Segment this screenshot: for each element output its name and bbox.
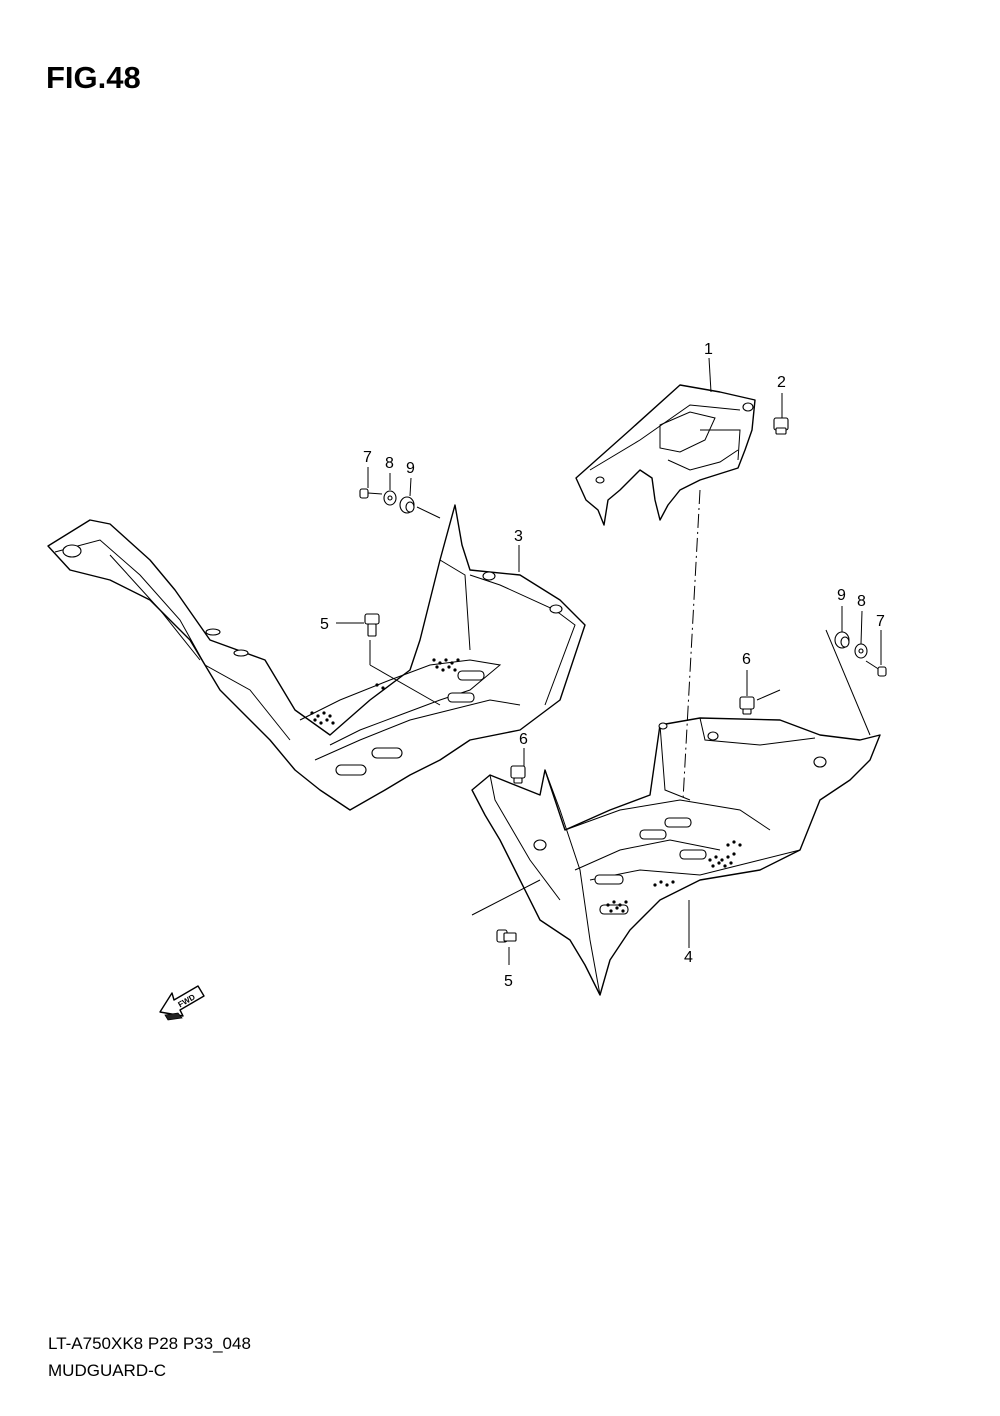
grommet-9-left [399,496,415,514]
part-1-upper-cover [575,384,756,526]
bolt-5-right [496,929,517,943]
callout-8-left: 8 [385,455,394,472]
callout-9-left: 9 [406,460,415,477]
grommet-9-right [834,631,850,649]
bolt-2 [773,417,789,435]
part-3-left-mudguard [47,504,586,811]
part-4-right-mudguard [471,717,881,996]
figure-title: FIG.48 [46,60,141,95]
callout-6-right: 6 [742,651,751,668]
footer-model-code: LT-A750XK8 P28 P33_048 [48,1334,251,1353]
callout-9-right: 9 [837,587,846,604]
callout-2: 2 [777,374,786,391]
nut-6-center [510,765,526,784]
footer-part-name: MUDGUARD-C [48,1361,167,1380]
callout-5-left: 5 [320,616,329,633]
bolt-5-left [364,613,380,637]
callout-6-center: 6 [519,731,528,748]
callout-3: 3 [514,528,523,545]
callout-5-right: 5 [504,973,513,990]
callout-8-right: 8 [857,593,866,610]
bolt-7-right [865,660,887,677]
callout-7-right: 7 [876,613,885,630]
washer-8-right [854,643,868,659]
fwd-arrow-icon: FWD [159,985,205,1021]
nut-6-right [739,696,755,715]
washer-8-left [383,490,397,506]
callout-4: 4 [684,949,693,966]
callout-1: 1 [704,341,713,358]
leader-lines [336,357,882,965]
bolt-7-left [359,488,383,499]
callout-7-left: 7 [363,449,372,466]
